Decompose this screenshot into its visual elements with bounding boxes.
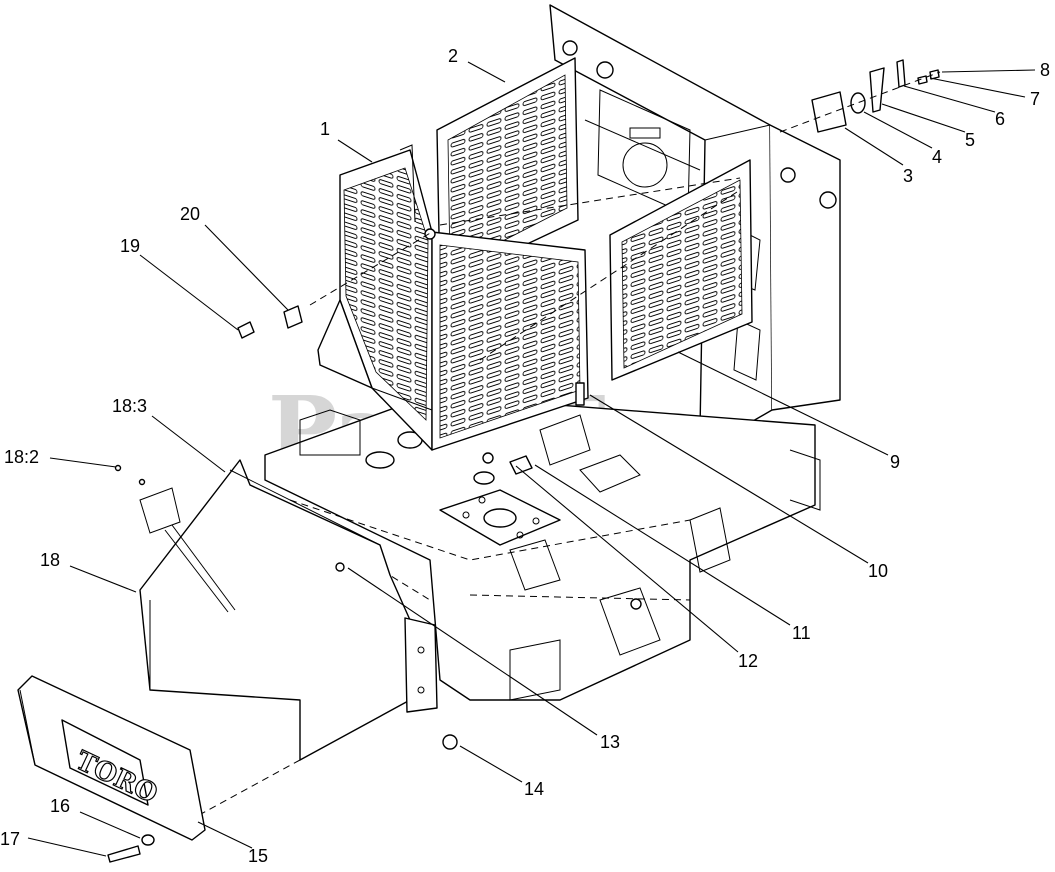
center-hardware	[309, 177, 741, 475]
callout-19: 19	[120, 236, 140, 256]
callout-18-2: 18:2	[4, 447, 39, 467]
callout-labels: 1 2 3 4 5 6 7 8 9 10 11 12 13 14 15 16 1…	[0, 46, 1050, 866]
side-plate	[114, 459, 438, 821]
leader-lines	[27, 61, 1036, 857]
callout-18: 18	[40, 550, 60, 570]
callout-7: 7	[1030, 89, 1040, 109]
callout-13: 13	[600, 732, 620, 752]
callout-8: 8	[1040, 60, 1050, 80]
callout-1: 1	[320, 119, 330, 139]
callout-5: 5	[965, 130, 975, 150]
back-screen-panel	[436, 57, 579, 286]
callout-18-3: 18:3	[112, 396, 147, 416]
callout-6: 6	[995, 109, 1005, 129]
callout-10: 10	[868, 561, 888, 581]
fasteners	[107, 305, 458, 863]
front-cover: TORO	[17, 675, 206, 841]
callout-2: 2	[448, 46, 458, 66]
callout-14: 14	[524, 779, 544, 799]
callout-16: 16	[50, 796, 70, 816]
callout-15: 15	[248, 846, 268, 866]
lever-assembly	[779, 59, 941, 133]
front-screen-guard	[317, 144, 589, 451]
base-frame	[264, 394, 821, 701]
callout-3: 3	[903, 166, 913, 186]
callout-20: 20	[180, 204, 200, 224]
callout-17: 17	[0, 829, 20, 849]
callout-11: 11	[792, 623, 811, 643]
right-screen-panel	[609, 159, 753, 381]
callout-4: 4	[932, 147, 942, 167]
callout-9: 9	[890, 452, 900, 472]
callout-12: 12	[738, 651, 758, 671]
